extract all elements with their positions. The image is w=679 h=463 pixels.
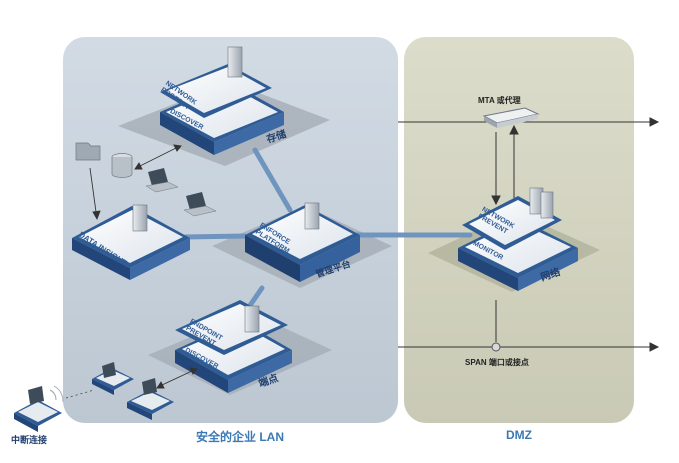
laptop-icon (145, 168, 179, 193)
endpoint-arrow (156, 367, 198, 389)
endpoint-laptop-1 (92, 362, 134, 395)
span-label: SPAN 端口或接点 (465, 358, 529, 367)
external-lines (398, 117, 660, 352)
mta-proxy-device[interactable] (482, 107, 540, 128)
laptop-icon (183, 192, 217, 217)
lan-zone-label: 安全的企业 LAN (196, 430, 284, 444)
disconnected-laptop (14, 385, 95, 432)
data-arrows (89, 144, 182, 221)
enforce-platform-node[interactable] (245, 202, 360, 282)
network-protect-node[interactable] (160, 46, 284, 155)
disconnect-label: 中断连接 (11, 435, 48, 445)
network-prevent-node[interactable] (458, 187, 578, 291)
endpoint-prevent-node[interactable] (175, 300, 292, 393)
endpoint-laptop-2 (127, 378, 174, 420)
folder-icon (75, 142, 101, 161)
data-insight-node[interactable] (72, 204, 190, 280)
dmz-zone-label: DMZ (506, 428, 532, 442)
mta-label: MTA 或代理 (478, 96, 521, 105)
database-icon (111, 153, 133, 178)
